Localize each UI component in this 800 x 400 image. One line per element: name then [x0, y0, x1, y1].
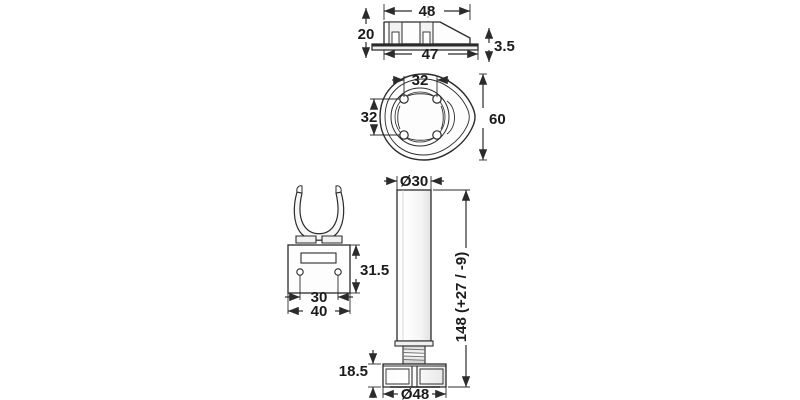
boss-circle-inner — [394, 91, 446, 143]
clip-bracket-view: 31.5 30 40 — [285, 185, 389, 320]
foot-inner-left — [385, 368, 410, 385]
foot-inner-right — [419, 368, 444, 385]
thread-line-4 — [402, 359, 426, 361]
teardrop-inner-offset — [384, 78, 470, 156]
dim-label-overall-height-148: 148 (+27 / -9) — [453, 252, 470, 342]
dim-label-plate-width-48: 48 — [419, 3, 436, 20]
dim-label-plate-flange-width-47: 47 — [422, 46, 439, 63]
clip-tip-right — [335, 185, 342, 194]
boss-circle-outer — [390, 87, 450, 147]
plate-rib-right-inner — [422, 31, 431, 45]
dim-label-bracket-hole-spacing-30: 30 — [311, 289, 328, 306]
dim-bracket-width-40: 40 — [287, 293, 351, 320]
dim-label-foot-height-18-5: 18.5 — [339, 363, 368, 380]
dim-foot-height-18-5: 18.5 — [339, 350, 381, 398]
web-arc-right — [440, 105, 444, 130]
leg-tube — [396, 189, 432, 342]
thread-line-1 — [402, 348, 426, 351]
thread-line-3 — [402, 355, 426, 358]
dim-label-bracket-width-40: 40 — [311, 303, 328, 320]
dim-hole-spacing-y-32: 32 — [361, 98, 400, 136]
dim-plate-width-48: 48 — [383, 3, 471, 20]
dim-label-plate-height-20: 20 — [358, 26, 375, 43]
bracket-plate — [287, 244, 351, 294]
dim-label-hole-spacing-y-32: 32 — [361, 109, 378, 126]
dim-bracket-height-31-5: 31.5 — [350, 244, 389, 294]
mounting-hole-bottom-left — [399, 130, 409, 140]
dim-hole-spacing-x-32: 32 — [392, 72, 449, 97]
dim-plate-length-60: 60 — [478, 73, 506, 161]
threaded-adjuster — [402, 345, 426, 365]
dim-foot-diameter-48: Ø48 — [382, 386, 447, 400]
dim-label-bracket-height-31-5: 31.5 — [360, 262, 389, 279]
plate-rib-left-inner — [391, 31, 400, 45]
web-arc-top — [407, 93, 434, 97]
web-arc-bottom — [407, 137, 434, 141]
bracket-hole-left — [296, 268, 304, 276]
web-arc-left — [397, 105, 401, 130]
bracket-hole-right — [334, 268, 342, 276]
dim-label-plate-thickness-3-5: 3.5 — [494, 38, 515, 55]
dim-label-foot-diameter-48: Ø48 — [401, 386, 429, 400]
mounting-plate-side-view: 48 20 47 3.5 — [358, 3, 515, 63]
mounting-hole-bottom-right — [432, 130, 442, 140]
dim-tube-diameter-30: Ø30 — [384, 173, 444, 190]
mounting-holes-group — [399, 94, 442, 140]
dim-label-tube-diameter-30: Ø30 — [400, 173, 428, 190]
clip-foot-left — [295, 235, 317, 244]
clip-tip-left — [296, 185, 303, 194]
dim-plate-thickness-3-5: 3.5 — [484, 28, 515, 62]
tube-collar — [394, 340, 434, 347]
dim-label-plate-length-60: 60 — [489, 111, 506, 128]
mounting-plate-top-view: 32 32 60 — [361, 72, 506, 161]
bracket-slot — [300, 252, 337, 264]
nose-rib — [446, 100, 455, 135]
dim-label-hole-spacing-x-32: 32 — [412, 72, 429, 89]
thread-line-2 — [402, 352, 426, 354]
dim-plate-flange-width-47: 47 — [383, 46, 479, 63]
dim-bracket-hole-spacing-30: 30 — [285, 275, 353, 306]
leg-column-view: Ø30 148 (+27 / -9) 18.5 Ø48 — [339, 173, 471, 400]
clip-foot-right — [321, 235, 343, 244]
dim-plate-height-20: 20 — [358, 8, 375, 58]
dim-overall-height-148: 148 (+27 / -9) — [433, 189, 471, 388]
